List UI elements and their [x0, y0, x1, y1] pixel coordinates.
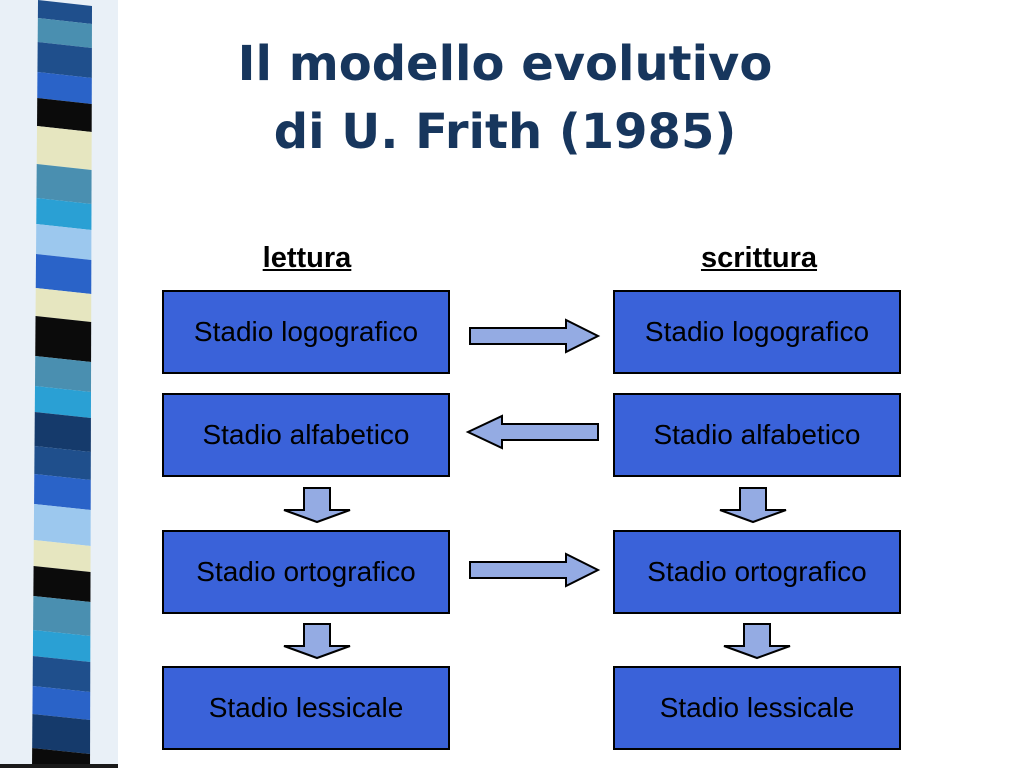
arrow-down-icon	[283, 487, 351, 524]
stripe-segment	[37, 0, 92, 24]
stripe-segment	[33, 596, 91, 636]
stripe-segment	[34, 356, 92, 392]
arrow-right-icon	[469, 318, 601, 354]
column-heading-scrittura: scrittura	[700, 242, 818, 274]
slide-title: Il modello evolutivo di U. Frith (1985)	[120, 30, 890, 166]
stripe-segment	[36, 126, 92, 170]
arrow-down-icon	[719, 487, 787, 524]
stripe-segment	[32, 630, 91, 662]
title-line-1: Il modello evolutivo	[237, 36, 773, 92]
decorative-stripe-band	[0, 0, 118, 768]
stripe-segment	[34, 386, 91, 418]
lettura-stage-lessicale: Stadio lessicale	[162, 666, 450, 750]
stripe-segment	[34, 446, 91, 480]
stripe-segment	[35, 316, 92, 362]
stripe-segment	[32, 686, 91, 720]
stripe-segment	[33, 540, 91, 572]
stripe-segment	[35, 254, 92, 294]
lettura-stage-ortografico: Stadio ortografico	[162, 530, 450, 614]
stripe-segment	[32, 714, 91, 754]
stripe-segment	[36, 198, 92, 230]
scrittura-stage-logografico: Stadio logografico	[613, 290, 901, 374]
stripe-segment	[33, 566, 91, 602]
stripe-segment	[37, 72, 92, 104]
scrittura-stage-alfabetico: Stadio alfabetico	[613, 393, 901, 477]
arrow-left-icon	[465, 414, 599, 450]
lettura-stage-logografico: Stadio logografico	[162, 290, 450, 374]
stripe-segment	[36, 224, 92, 260]
stripe-segment	[35, 288, 92, 322]
stripe-segment	[37, 98, 92, 132]
bottom-rule	[0, 764, 118, 768]
scrittura-stage-ortografico: Stadio ortografico	[613, 530, 901, 614]
stripe-segment	[33, 504, 91, 546]
stripe-segment	[37, 42, 92, 78]
stripe-segment	[32, 748, 91, 768]
arrow-down-icon	[283, 623, 351, 660]
stripe-segment	[34, 412, 91, 452]
arrow-down-icon	[723, 623, 791, 660]
stripe-segment	[36, 164, 92, 204]
title-line-2: di U. Frith (1985)	[273, 104, 737, 160]
lettura-stage-alfabetico: Stadio alfabetico	[162, 393, 450, 477]
arrow-right-icon	[469, 552, 601, 588]
stripe-segment	[37, 18, 92, 48]
stripe-segment	[34, 474, 91, 510]
scrittura-stage-lessicale: Stadio lessicale	[613, 666, 901, 750]
stripe-segment	[32, 656, 91, 692]
column-heading-lettura: lettura	[262, 242, 352, 274]
